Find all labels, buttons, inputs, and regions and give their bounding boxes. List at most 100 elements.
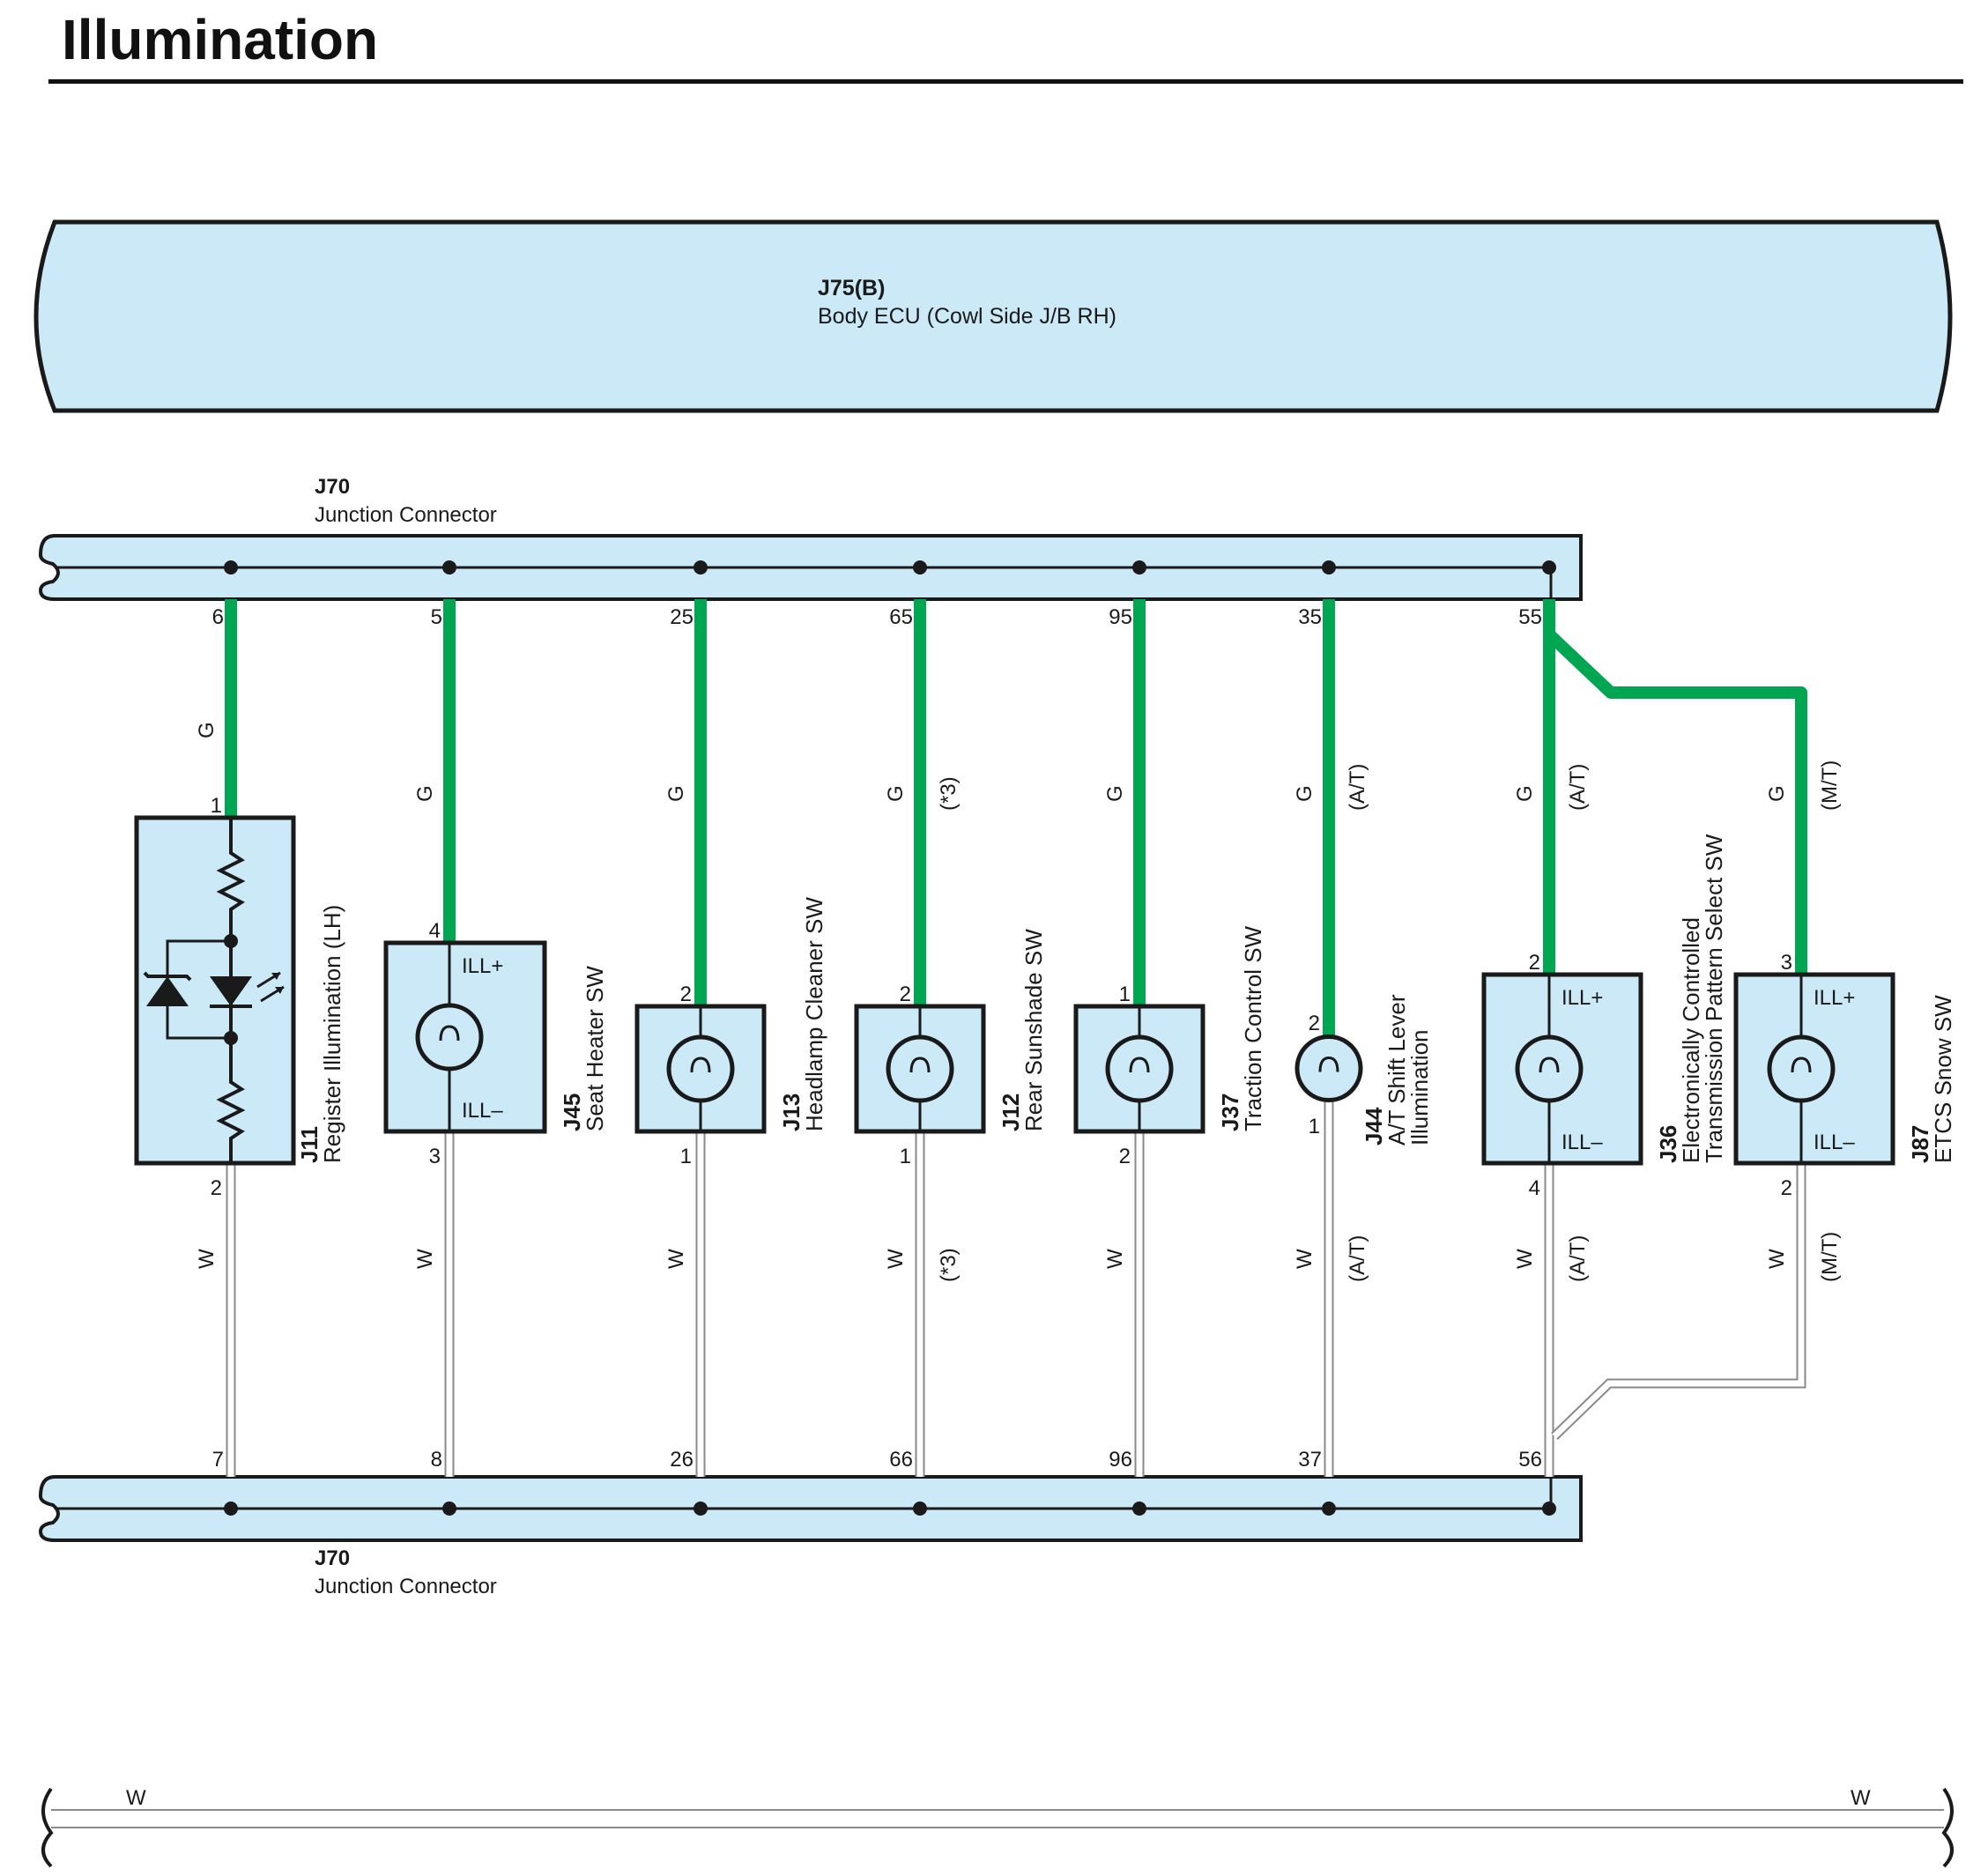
pin-label-jc-top: 95 [1109, 605, 1132, 629]
pin-label-bottom: 2 [211, 1176, 222, 1200]
wire-color-label-green: G [1103, 785, 1127, 802]
wire-color-label-white: W [1765, 1249, 1789, 1269]
bulb-ring [415, 1003, 484, 1071]
wire-color-label-green: G [195, 722, 219, 738]
pin-label-jc-bottom: 26 [670, 1448, 694, 1472]
component-name: Rear Sunshade SW [1020, 929, 1047, 1131]
ill-minus-label: ILL– [462, 1099, 503, 1123]
component-code: J37 [1217, 1094, 1243, 1131]
node-dot [224, 934, 238, 948]
footer-left-label: W [126, 1786, 146, 1810]
ill-minus-label: ILL– [1561, 1131, 1603, 1154]
wire-color-label-white: W [884, 1249, 908, 1269]
led-ray-head [275, 987, 284, 994]
component-name: Traction Control SW [1240, 925, 1266, 1131]
pin-label-jc-top: 6 [212, 605, 224, 629]
component-code: J44 [1361, 1107, 1387, 1146]
junction-dot-bottom [1542, 1502, 1556, 1516]
pin-label-top: 1 [211, 794, 222, 818]
pin-label-top: 2 [680, 982, 692, 1006]
junction-bottom-code: J70 [315, 1546, 350, 1570]
ill-plus-label: ILL+ [1561, 986, 1603, 1010]
bulb-icon [1515, 1034, 1584, 1103]
footer-right-bracket [1941, 1787, 1954, 1868]
wire-note-top: (*3) [937, 776, 961, 811]
bulb-icon [1294, 1034, 1363, 1102]
component-code: J36 [1655, 1125, 1681, 1163]
ecu-name: Body ECU (Cowl Side J/B RH) [818, 304, 1116, 329]
junction-dot-bottom [694, 1502, 708, 1516]
bulb-filament [690, 1057, 711, 1073]
led-resistor-icon [143, 818, 285, 1163]
footer-rail: W W [41, 1786, 1954, 1868]
junction-bottom-name: Junction Connector [315, 1575, 497, 1598]
bulb-ring [1767, 1034, 1836, 1103]
zener-bar [143, 971, 192, 982]
pin-label-bottom: 1 [680, 1145, 692, 1168]
pin-label-jc-bottom: 56 [1518, 1448, 1542, 1472]
junction-dot-bottom [224, 1502, 238, 1516]
wire-color-label-green: G [1513, 785, 1537, 802]
pin-label-jc-bottom: 96 [1109, 1448, 1132, 1472]
wire-note-top: (A/T) [1566, 764, 1590, 811]
wire-note-top: (A/T) [1346, 764, 1369, 811]
junction-dot-top [442, 560, 456, 575]
pin-label-bottom: 2 [1119, 1145, 1131, 1168]
pin-label-jc-bottom: 66 [889, 1448, 913, 1472]
wire-note-top: (M/T) [1818, 760, 1842, 811]
component-name-2: Illumination [1406, 1029, 1433, 1146]
ill-minus-label: ILL– [1814, 1131, 1855, 1154]
pin-label-jc-bottom: 8 [431, 1448, 442, 1472]
bulb-icon [886, 1034, 954, 1103]
pin-label-jc-top: 25 [670, 605, 694, 629]
pin-label-jc-bottom: 7 [212, 1448, 224, 1472]
pin-label-jc-top: 55 [1518, 605, 1542, 629]
wire-color-label-green: G [664, 785, 688, 802]
wire-color-label-white: W [1513, 1249, 1537, 1269]
pin-label-jc-top: 35 [1298, 605, 1322, 629]
pin-label-jc-bottom: 37 [1298, 1448, 1322, 1472]
component-code: J13 [778, 1094, 805, 1131]
junction-connector-top: J70 Junction Connector [38, 475, 1583, 601]
bulb-ring [1105, 1034, 1174, 1103]
pin-label-top: 4 [429, 919, 441, 943]
wire-note-bottom: (A/T) [1346, 1235, 1369, 1282]
component-name: A/T Shift Lever [1383, 994, 1410, 1146]
wire-color-label-green: G [884, 785, 908, 802]
junction-dot-top [694, 560, 708, 575]
component-name: Seat Heater SW [582, 966, 608, 1131]
footer-right-label: W [1851, 1786, 1871, 1810]
bulb-ring [666, 1034, 735, 1103]
bulb-icon [1767, 1034, 1836, 1103]
wire-color-label-white: W [1293, 1249, 1317, 1269]
pin-label-jc-top: 5 [431, 605, 442, 629]
wire-white-edge [1551, 1163, 1806, 1440]
wire-color-label-white: W [664, 1249, 688, 1269]
component-name: Headlamp Cleaner SW [801, 897, 827, 1131]
wire-white [1552, 1163, 1805, 1439]
page-title: Illumination [62, 8, 379, 71]
pin-label-bottom: 1 [1309, 1115, 1320, 1138]
junction-dot-top [1322, 560, 1336, 575]
component-code: J87 [1907, 1125, 1933, 1163]
ill-plus-label: ILL+ [462, 954, 503, 978]
component-code: J45 [559, 1094, 585, 1131]
footer-left-bracket [41, 1787, 54, 1868]
wire-note-bottom: (*3) [937, 1248, 961, 1282]
junction-dot-top [1542, 560, 1556, 575]
led-ray-head [271, 973, 280, 980]
junction-dot-top [1132, 560, 1146, 575]
pin-label-top: 2 [1529, 951, 1540, 975]
wire-color-label-green: G [413, 785, 437, 802]
bulb-filament [1318, 1056, 1339, 1072]
component-code: J12 [998, 1094, 1024, 1131]
bulb-icon [1105, 1034, 1174, 1103]
pin-label-bottom: 2 [1781, 1176, 1792, 1200]
component-name: Electronically Controlled [1678, 917, 1704, 1163]
bulb-ring [1294, 1034, 1363, 1102]
wire-note-bottom: (A/T) [1566, 1235, 1590, 1282]
